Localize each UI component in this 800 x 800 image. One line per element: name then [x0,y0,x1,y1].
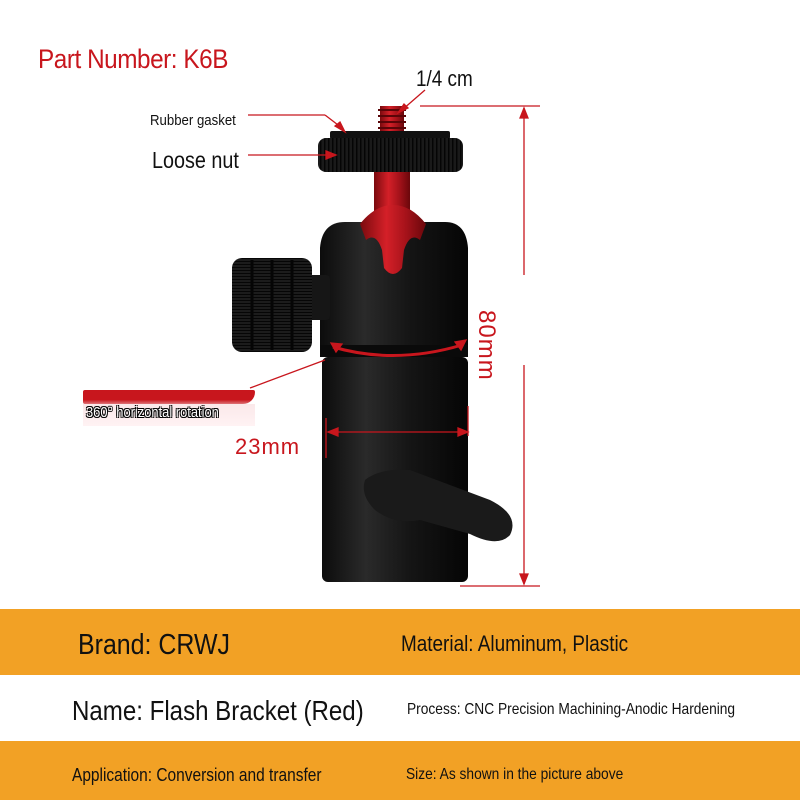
ball-head-body [320,222,468,345]
rotation-label: 360° horizontal rotation [86,404,219,421]
wing-screw [363,469,513,542]
thread-size-label: 1/4 cm [416,66,473,91]
rotation-banner [83,390,255,404]
product-image [232,89,540,587]
height-dimension-label: 80mm [473,310,500,381]
annotation-lines [248,89,540,587]
process-spec: Process: CNC Precision Machining-Anodic … [407,701,736,718]
rotation-banner-fade [83,404,255,426]
side-knob [232,258,330,352]
rubber-gasket-label: Rubber gasket [150,112,236,129]
part-number-title: Part Number: K6B [38,44,228,74]
red-ball [360,205,426,274]
application-spec: Application: Conversion and transfer [72,765,322,785]
loose-nut-label: Loose nut [152,147,239,173]
name-spec: Name: Flash Bracket (Red) [72,695,364,726]
diameter-dimension-label: 23mm [235,434,301,459]
size-spec: Size: As shown in the picture above [406,766,624,783]
material-spec: Material: Aluminum, Plastic [401,631,629,656]
lower-cylinder [322,357,468,582]
brand-spec: Brand: CRWJ [78,629,230,661]
spec-band-2: Name: Flash Bracket (Red) Process: CNC P… [0,675,800,741]
loose-nut [318,131,463,172]
spec-band-1: Brand: CRWJ Material: Aluminum, Plastic [0,609,800,675]
spec-band-3: Application: Conversion and transfer Siz… [0,741,800,800]
